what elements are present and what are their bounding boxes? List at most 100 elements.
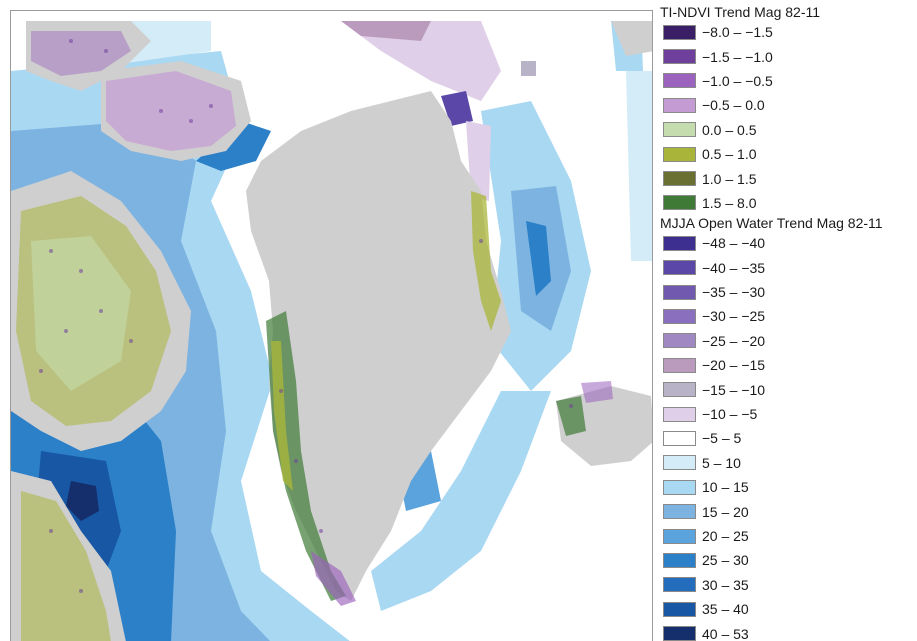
legend-swatch (663, 577, 696, 593)
west-greenland-mixed-strip (271, 341, 293, 491)
legend-item: 0.5 – 1.0 (660, 142, 917, 166)
west-greenland-greening-strip (266, 311, 346, 601)
legend-swatch (663, 122, 696, 138)
speckle-dot (189, 119, 193, 123)
legend-label: −0.5 – 0.0 (702, 97, 765, 114)
ellesmere-browning-area (106, 71, 236, 151)
legend-item: −8.0 – −1.5 (660, 20, 917, 44)
legend-item: −35 – −30 (660, 280, 917, 304)
legend-swatch (663, 146, 696, 162)
legend-item: −10 – −5 (660, 402, 917, 426)
labrador-greening-area (21, 491, 111, 641)
legend-label: 0.5 – 1.0 (702, 146, 757, 163)
speckle-dot (79, 269, 83, 273)
legend-item: −40 – −35 (660, 256, 917, 280)
speckle-dot (279, 389, 283, 393)
ndvi-legend-list: −8.0 – −1.5 −1.5 – −1.0 −1.0 – −0.5 −0.5 – … (660, 20, 917, 215)
legend-label: −48 – −40 (702, 235, 766, 252)
legend-label: −5 – 5 (702, 430, 742, 447)
legend-label: −25 – −20 (702, 332, 766, 349)
legend-swatch (663, 528, 696, 544)
legend-label: −15 – −10 (702, 381, 766, 398)
speckle-dot (64, 329, 68, 333)
speckle-dot (319, 529, 323, 533)
legend-swatch (663, 333, 696, 349)
legend-swatch (663, 97, 696, 113)
speckle-dot (104, 49, 108, 53)
legend-label: −1.0 – −0.5 (702, 72, 773, 89)
legend-item: 0.0 – 0.5 (660, 118, 917, 142)
canadian-archipelago-north (26, 21, 151, 91)
map-panel[interactable] (10, 10, 653, 641)
legend: TI-NDVI Trend Mag 82-11 −8.0 – −1.5 −1.5 … (660, 4, 917, 641)
labrador-darkest-core (66, 481, 99, 521)
speckle-dot (129, 339, 133, 343)
right-edge-strip (626, 71, 652, 261)
speckle-dot (99, 309, 103, 313)
legend-swatch (663, 382, 696, 398)
legend-item: 1.0 – 1.5 (660, 166, 917, 190)
legend-item: −30 – −25 (660, 304, 917, 328)
greenland-landmass (246, 91, 511, 601)
legend-item: 10 – 15 (660, 475, 917, 499)
legend-swatch (663, 430, 696, 446)
speckle-dot (79, 589, 83, 593)
ndvi-legend-title: TI-NDVI Trend Mag 82-11 (660, 4, 821, 20)
legend-item: 20 – 25 (660, 524, 917, 548)
legend-item: 1.5 – 8.0 (660, 191, 917, 215)
legend-label: 1.0 – 1.5 (702, 170, 757, 187)
legend-swatch (663, 504, 696, 520)
legend-swatch (663, 552, 696, 568)
legend-label: −1.5 – −1.0 (702, 48, 773, 65)
speckle-dot (69, 39, 73, 43)
small-purple-square (521, 61, 536, 76)
legend-item: −0.5 – 0.0 (660, 93, 917, 117)
archipelago-browning-area (31, 31, 131, 76)
legend-label: 35 – 40 (702, 601, 749, 618)
water-legend-list: −48 – −40 −40 – −35 −35 – −30 −30 – −25 −25 … (660, 231, 917, 641)
speckle-dot (209, 104, 213, 108)
legend-label: 0.0 – 0.5 (702, 121, 757, 138)
ndvi-trend-layer (16, 31, 613, 641)
legend-label: −35 – −30 (702, 284, 766, 301)
speckle-dot (49, 529, 53, 533)
legend-item: −5 – 5 (660, 426, 917, 450)
north-water-band (196, 121, 271, 171)
legend-item: 30 – 35 (660, 573, 917, 597)
iceland-purple-patch (581, 381, 613, 403)
legend-item: −20 – −15 (660, 353, 917, 377)
speckle-dot (39, 369, 43, 373)
east-greenland-coast-band (371, 391, 551, 611)
legend-swatch (663, 406, 696, 422)
legend-item: 15 – 20 (660, 499, 917, 523)
fram-strait-deep (526, 221, 551, 296)
speckle-dot (49, 249, 53, 253)
legend-label: −10 – −5 (702, 406, 758, 423)
baffin-light-green-area (31, 236, 131, 391)
water-legend-title: MJJA Open Water Trend Mag 82-11 (660, 215, 883, 232)
legend-swatch (663, 260, 696, 276)
nw-purple-strip (341, 21, 431, 41)
arctic-ocean-purple-band (341, 21, 501, 101)
legend-swatch (663, 357, 696, 373)
speckle-dot (159, 109, 163, 113)
legend-label: 1.5 – 8.0 (702, 194, 757, 211)
legend-swatch (663, 308, 696, 324)
legend-swatch (663, 284, 696, 300)
legend-swatch (663, 195, 696, 211)
legend-label: −30 – −25 (702, 308, 766, 325)
map-svg (11, 11, 652, 641)
ndvi-speckle-dots (39, 39, 573, 593)
legend-item: 25 – 30 (660, 548, 917, 572)
legend-swatch (663, 171, 696, 187)
speckle-dot (294, 459, 298, 463)
legend-label: −8.0 – −1.5 (702, 24, 773, 41)
legend-label: −20 – −15 (702, 357, 766, 374)
legend-label: 20 – 25 (702, 528, 749, 544)
legend-item: −1.5 – −1.0 (660, 44, 917, 68)
legend-item: 5 – 10 (660, 451, 917, 475)
legend-label: 30 – 35 (702, 576, 749, 593)
southwest-greenland-purple (311, 551, 356, 606)
speckle-dot (569, 404, 573, 408)
